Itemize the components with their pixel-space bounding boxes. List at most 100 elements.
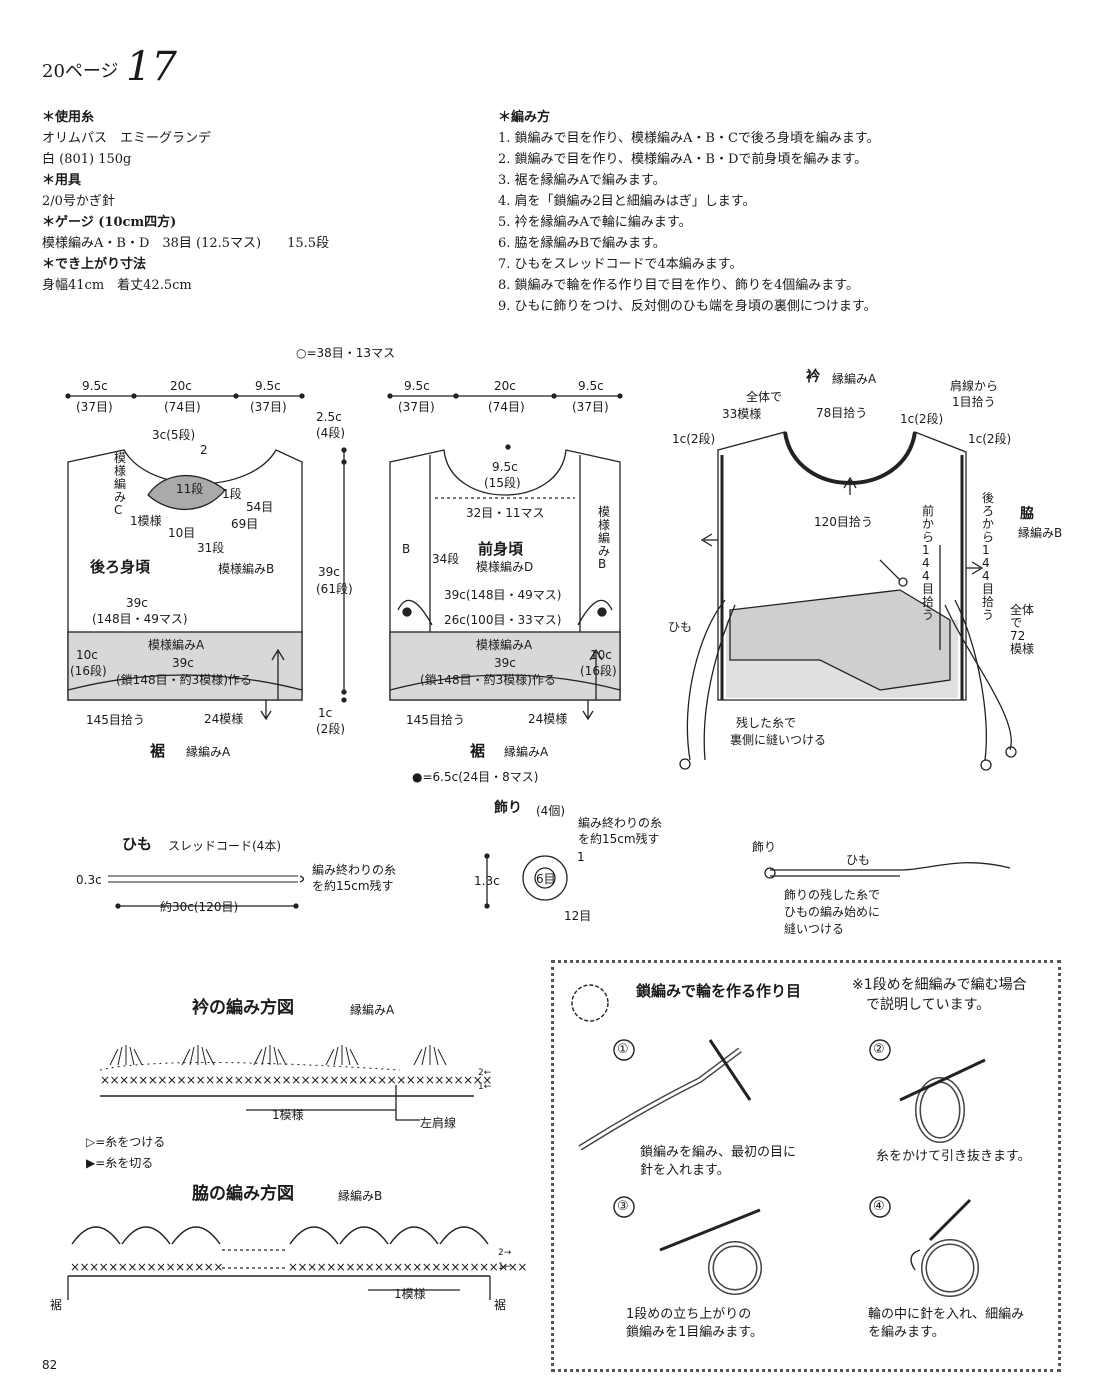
side-chart-row1: 1← [498, 1262, 512, 1272]
front-width-right-stitches: (37目) [572, 400, 609, 414]
front-width-center: 20c [494, 379, 516, 393]
materials-block: ＊使用糸 オリムパス エミーグランデ 白 (801) 150g ＊用具 2/0号… [42, 107, 462, 296]
how-to-box [551, 960, 1061, 1372]
page-reference: 20ページ [42, 61, 119, 82]
back-motif-54: 54目 [246, 500, 274, 514]
collar-depth-b: 1c(2段) [672, 432, 716, 446]
step-1-text-1: 鎖編みを編み、最初の目に [640, 1145, 797, 1160]
back-width-center: 20c [170, 379, 192, 393]
how-to-note-1: ※1段めを細編みで編む場合 [852, 977, 1027, 993]
how-to-note-2: で説明しています。 [866, 997, 991, 1013]
back-pattern-c-motif [147, 474, 226, 511]
side-chart-hem-right: 裾 [494, 1298, 507, 1312]
side-chart-row-1-left: ×××××××××××××××× [70, 1260, 223, 1274]
step-3-text-2: 鎖編みを1目編みます。 [626, 1325, 763, 1340]
front-neck-rows: (15段) [484, 476, 521, 490]
method-step: 1. 鎖編みで目を作り、模様編みA・B・Cで後ろ身頃を編みます。 [498, 131, 880, 146]
front-pattern-a: 模様編みA [476, 638, 533, 652]
back-hem-height-rows: (16段) [70, 664, 107, 678]
back-top-height-rows: (4段) [316, 426, 345, 440]
side-chart-pattern: 縁編みB [338, 1189, 383, 1203]
cord-title: ひも [122, 835, 153, 853]
method-step: 6. 脇を縁編みBで編みます。 [498, 236, 666, 251]
front-base-chain: (鎖148目・約3模様)作る [420, 673, 556, 687]
back-side-pickup: 後ろから144目拾う [982, 491, 995, 622]
shoulder-note-1: 肩線から [950, 379, 999, 393]
side-chart-title: 脇の編み方図 [192, 1184, 294, 1204]
size-heading: ＊でき上がり寸法 [42, 257, 147, 272]
legend-attach: ▷=糸をつける [86, 1135, 166, 1149]
back-width-left: 9.5c [82, 379, 108, 393]
back-width-39-stitches: (148目・49マス) [92, 612, 188, 626]
step-3-number: ③ [617, 1199, 629, 1214]
side-chart-row-1-right: ××××××××××××××××××××××××× [288, 1260, 527, 1274]
front-pattern-b-short: B [402, 542, 411, 556]
back-repeats: 24模様 [204, 712, 244, 726]
gauge-value: 模様編みA・B・D 38目 (12.5マス) 15.5段 [42, 236, 330, 251]
front-pattern-b: 模様編みB [598, 505, 611, 571]
front-pickup: 145目拾う [406, 713, 465, 727]
front-hem-label: 裾 [470, 742, 486, 760]
gauge-heading: ＊ゲージ (10cm四方) [42, 215, 177, 230]
back-hem-band [67, 631, 303, 701]
collar-chart-row2: 2← [478, 1068, 492, 1078]
back-width-39: 39c [126, 596, 148, 610]
cord-end-1: 編み終わりの糸 [312, 863, 397, 877]
tools-heading: ＊用具 [42, 173, 82, 188]
back-pattern-a: 模様編みA [148, 638, 205, 652]
size-value: 身幅41cm 着丈42.5cm [42, 278, 192, 293]
back-motif-start: 1段 [222, 487, 242, 501]
open-triangle-icon: ▷ [86, 1135, 96, 1149]
side-label: 脇 [1020, 506, 1034, 522]
collar-pickup-78: 78目拾う [816, 406, 868, 420]
legend-circle: ○=38目・13マス [296, 346, 396, 360]
collar-depth-a: 1c(2段) [900, 412, 944, 426]
front-side-pickup: 前から144目拾う [922, 504, 935, 622]
sew-note-2: 裏側に縫いつける [730, 733, 827, 747]
front-body-outline [389, 449, 621, 701]
collar-chart-pattern: 縁編みA [350, 1003, 395, 1017]
collar-chart-row1: 1← [478, 1082, 492, 1092]
ornament-end-1: 編み終わりの糸 [578, 816, 663, 830]
sew-note-1: 残した糸で [736, 716, 797, 730]
front-title: 前身頃 [478, 540, 524, 558]
front-width-left-stitches: (37目) [398, 400, 435, 414]
back-width-right: 9.5c [255, 379, 281, 393]
yarn-color: 白 (801) 150g [42, 152, 132, 167]
front-hem-height: 10c [590, 648, 612, 662]
collar-chart-title: 衿の編み方図 [192, 998, 294, 1018]
method-step: 2. 鎖編みで目を作り、模様編みA・B・Dで前身頃を編みます。 [498, 152, 868, 167]
back-one-repeat: 1模様 [130, 514, 162, 528]
step-2-text: 糸をかけて引き抜きます。 [876, 1149, 1031, 1164]
back-base-width: 39c [172, 656, 194, 670]
front-neck-depth: 9.5c [492, 460, 518, 474]
front-hem-band [389, 631, 621, 701]
back-hem-height: 10c [76, 648, 98, 662]
cord-length: 約30c(120目) [160, 900, 239, 914]
method-heading: ＊編み方 [498, 110, 551, 125]
tools-value: 2/0号かぎ針 [42, 194, 115, 209]
method-step: 7. ひもをスレッドコードで4本編みます。 [498, 257, 743, 272]
collar-chart-row-1-stitches: ××××××××××××××××××××××××××××××××××××××××… [100, 1073, 492, 1087]
step-1-text-2: 針を入れます。 [640, 1163, 730, 1178]
step-1-number: ① [617, 1042, 629, 1057]
method-step: 9. ひもに飾りをつけ、反対側のひも端を身頃の裏側につけます。 [498, 299, 877, 314]
back-pattern-c: 模様編みC [114, 451, 127, 517]
back-base-chain: (鎖148目・約3模様)作る [116, 673, 252, 687]
front-width-26: 26c(100目・33マス) [444, 613, 562, 627]
pattern-number: 17 [126, 44, 177, 90]
collar-pattern: 縁編みA [832, 372, 877, 386]
side-pattern: 縁編みB [1018, 526, 1063, 540]
page-number: 82 [42, 1358, 58, 1372]
back-neck-rows: 2 [200, 443, 208, 457]
legend-cut: ▶=糸を切る [86, 1156, 154, 1170]
ornament-start: 1 [577, 850, 585, 864]
method-step: 4. 肩を「鎖編み2目と細編みはぎ」します。 [498, 194, 756, 209]
side-total: 全体で72模様 [1010, 603, 1035, 656]
step-2-number: ② [873, 1042, 885, 1057]
back-motif-rows: 11段 [176, 482, 204, 496]
back-width-left-stitches: (37目) [76, 400, 113, 414]
front-width-left: 9.5c [404, 379, 430, 393]
back-mid-height: 39c [318, 565, 340, 579]
